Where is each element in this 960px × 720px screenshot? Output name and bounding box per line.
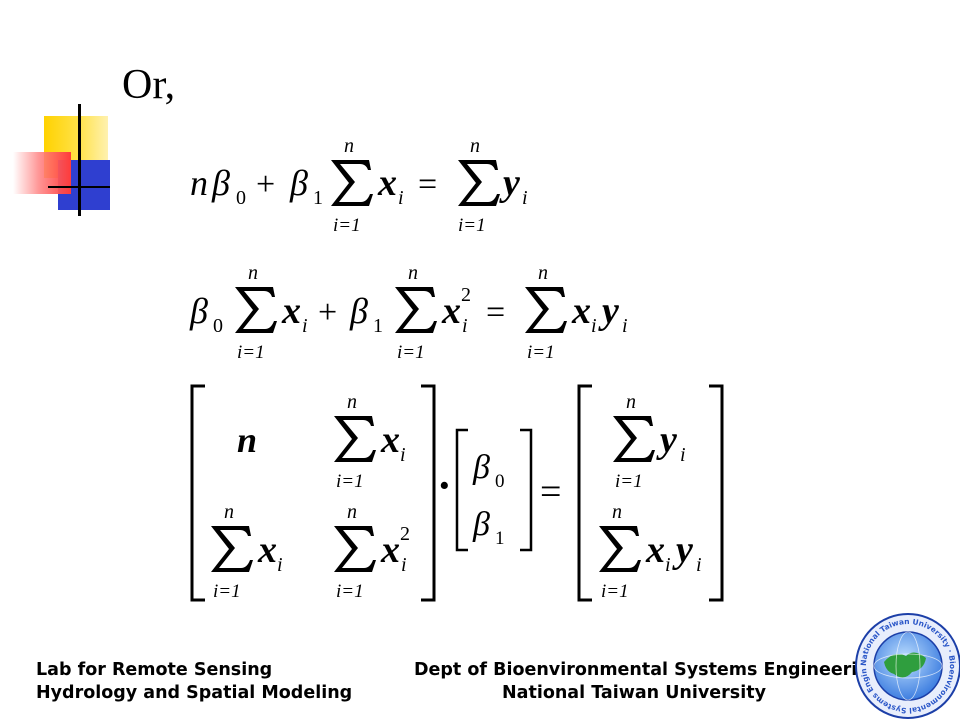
eq2-y: y xyxy=(598,290,619,332)
a01-sum-upper: n xyxy=(347,391,357,413)
eq2-beta0-sub: 0 xyxy=(213,315,223,337)
decor-horizontal-line xyxy=(48,186,110,188)
footer-left-line-2: Hydrology and Spatial Modeling xyxy=(36,683,353,703)
matrix-equals: = xyxy=(540,471,561,513)
r0-sum-upper: n xyxy=(626,391,636,413)
a10-x: x xyxy=(257,529,277,571)
eq1-beta1: β xyxy=(289,163,308,203)
eq1-n: n xyxy=(190,163,208,203)
vec-beta0-sub: 0 xyxy=(495,471,505,492)
eq2-x3-sub: i xyxy=(591,315,597,337)
eq1-summation-sign-1 xyxy=(331,160,373,206)
vector-rhs-left-bracket xyxy=(577,384,592,602)
eq1-y: y xyxy=(499,162,520,204)
eq1-sum2-lower: i=1 xyxy=(458,215,486,236)
footer-left-line-1: Lab for Remote Sensing xyxy=(36,660,273,680)
eq2-x3: x xyxy=(571,290,591,332)
a01-sum-lower: i=1 xyxy=(336,471,364,492)
eq1-beta0-sub: 0 xyxy=(236,187,246,209)
eq2-x2-sup: 2 xyxy=(461,284,471,306)
eq1-sum1-lower: i=1 xyxy=(333,215,361,236)
eq2-x1-sub: i xyxy=(302,315,308,337)
footer-right-line-1: Dept of Bioenvironmental Systems Enginee… xyxy=(414,660,883,680)
university-seal-logo: National Taiwan University · Bioenvironm… xyxy=(854,612,960,719)
a01-summation-sign xyxy=(334,416,376,462)
eq2-x2: x xyxy=(441,290,461,332)
eq2-summation-sign-2 xyxy=(395,287,437,333)
r1-x-sub: i xyxy=(665,554,671,576)
eq1-y-sub: i xyxy=(522,187,528,209)
a01-x-sub: i xyxy=(400,444,406,466)
equation-1: n β 0 + β 1 n i=1 x i = n i=1 y i xyxy=(190,135,528,236)
eq1-x-sub: i xyxy=(398,187,404,209)
eq2-sum3-upper: n xyxy=(538,262,548,284)
eq2-sum2-upper: n xyxy=(408,262,418,284)
matrix-a-right-bracket xyxy=(421,384,436,602)
r0-y: y xyxy=(656,419,677,461)
vec-beta0: β xyxy=(472,449,490,486)
eq1-sum2-upper: n xyxy=(470,135,480,157)
a11-x-sup: 2 xyxy=(400,523,410,545)
eq2-plus: + xyxy=(318,294,337,331)
matrix-dot: · xyxy=(437,461,452,510)
eq2-summation-sign-3 xyxy=(525,287,567,333)
r1-sum-upper: n xyxy=(612,501,622,523)
a10-sum-upper: n xyxy=(224,501,234,523)
eq2-y-sub: i xyxy=(622,315,628,337)
eq2-sum2-lower: i=1 xyxy=(397,342,425,363)
a10-sum-lower: i=1 xyxy=(213,581,241,602)
a11-x-sub: i xyxy=(401,554,407,576)
eq2-sum3-lower: i=1 xyxy=(527,342,555,363)
eq1-beta1-sub: 1 xyxy=(313,187,323,209)
eq2-sum1-lower: i=1 xyxy=(237,342,265,363)
matrix-a-n: n xyxy=(237,420,257,460)
r0-y-sub: i xyxy=(680,444,686,466)
vec-beta1-sub: 1 xyxy=(495,528,505,549)
decor-vertical-line xyxy=(78,104,81,216)
a10-summation-sign xyxy=(211,526,253,572)
r1-sum-lower: i=1 xyxy=(601,581,629,602)
eq1-plus: + xyxy=(256,166,275,203)
matrix-entries: n n i=1 x i n i=1 x i n i=1 x 2 i · β 0 xyxy=(211,391,702,602)
footer-right-line-2: National Taiwan University xyxy=(502,683,766,703)
vec-beta1: β xyxy=(472,506,490,543)
equation-2: β 0 n i=1 x i + β 1 n i=1 x 2 i = n i=1 … xyxy=(189,262,628,363)
eq2-beta1: β xyxy=(349,291,368,331)
eq1-summation-sign-2 xyxy=(458,160,500,206)
eq2-x1: x xyxy=(281,290,301,332)
normal-equations: n β 0 + β 1 n i=1 x i = n i=1 y i β 0 n … xyxy=(189,135,724,602)
matrix-a-left-bracket xyxy=(190,384,205,602)
a11-sum-upper: n xyxy=(347,501,357,523)
r1-y: y xyxy=(672,529,693,571)
a10-x-sub: i xyxy=(277,554,283,576)
eq2-x2-sub: i xyxy=(462,315,468,337)
eq2-sum1-upper: n xyxy=(248,262,258,284)
eq1-beta0: β xyxy=(211,163,230,203)
a11-x: x xyxy=(380,529,400,571)
r1-summation-sign xyxy=(599,526,641,572)
a11-summation-sign xyxy=(334,526,376,572)
r1-y-sub: i xyxy=(696,554,702,576)
footer-lab-name: Lab for Remote Sensing Hydrology and Spa… xyxy=(36,659,352,705)
eq1-equals: = xyxy=(418,166,437,203)
a11-sum-lower: i=1 xyxy=(336,581,364,602)
eq2-summation-sign-1 xyxy=(235,287,277,333)
vector-beta-left-bracket xyxy=(455,428,468,552)
vector-beta-right-bracket xyxy=(520,428,533,552)
r0-sum-lower: i=1 xyxy=(615,471,643,492)
footer-department: Dept of Bioenvironmental Systems Enginee… xyxy=(414,659,883,705)
eq1-sum1-upper: n xyxy=(344,135,354,157)
eq2-beta1-sub: 1 xyxy=(373,315,383,337)
matrix-equation xyxy=(190,384,724,602)
eq2-equals: = xyxy=(486,294,505,331)
slide-heading: Or, xyxy=(122,62,176,108)
r0-summation-sign xyxy=(613,416,655,462)
vector-rhs-right-bracket xyxy=(709,384,724,602)
r1-x: x xyxy=(645,529,665,571)
eq1-x: x xyxy=(377,162,397,204)
a01-x: x xyxy=(380,419,400,461)
eq2-beta0: β xyxy=(189,291,208,331)
